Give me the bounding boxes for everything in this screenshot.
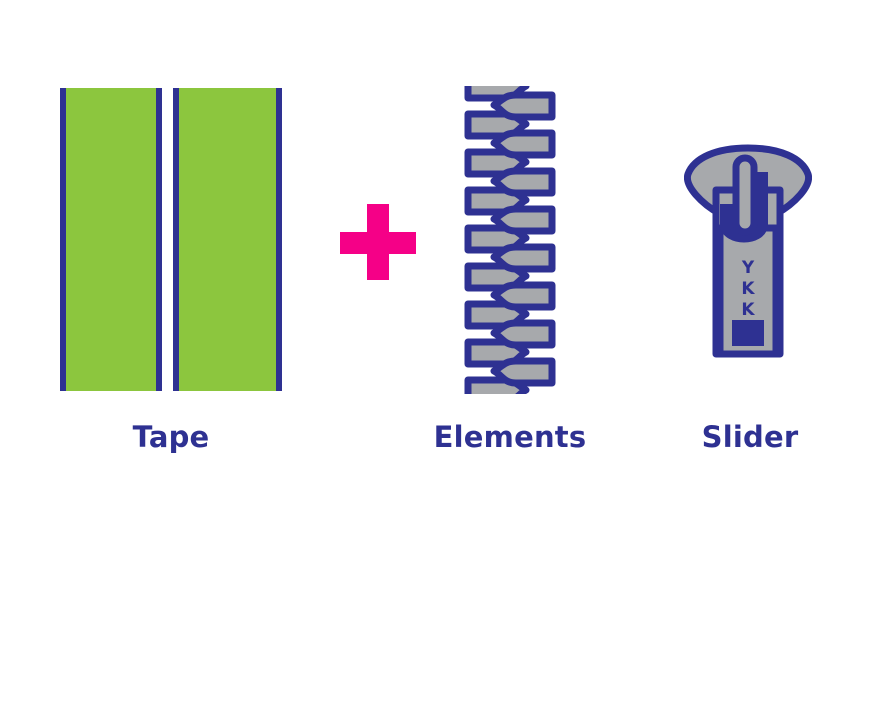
zipper-tooth-right <box>490 205 556 235</box>
slider-brand-letter-3: K <box>741 300 755 320</box>
zipper-elements-icon <box>462 72 558 425</box>
zipper-tooth-right <box>490 243 556 273</box>
label-elements: Elements <box>433 420 587 454</box>
slider-brand-letter-1: Y <box>741 258 755 278</box>
slider-bottom-square <box>732 320 764 346</box>
diagram-canvas: Y K K Tape Elements Slider <box>60 72 812 454</box>
zipper-tooth-right <box>490 319 556 349</box>
tape-strip-right <box>173 88 282 391</box>
label-tape: Tape <box>132 420 210 454</box>
zipper-teeth-svg <box>464 72 556 425</box>
zipper-tape-icon <box>60 88 282 391</box>
plus-sign-icon <box>340 204 416 280</box>
label-slider: Slider <box>701 420 799 454</box>
zipper-tooth-right <box>490 167 556 197</box>
zipper-tooth-right <box>490 129 556 159</box>
zipper-tooth-right <box>490 91 556 121</box>
zipper-tooth-right <box>490 281 556 311</box>
zipper-slider-svg: Y K K <box>684 144 812 358</box>
slider-pull-post <box>732 154 758 236</box>
zipper-slider-icon: Y K K <box>684 142 812 360</box>
teeth-right-row <box>490 91 556 425</box>
tape-strip-left <box>60 88 162 391</box>
slider-brand-letter-2: K <box>741 279 755 299</box>
zipper-tooth-right <box>490 357 556 387</box>
plus-vertical-bar <box>367 204 389 280</box>
